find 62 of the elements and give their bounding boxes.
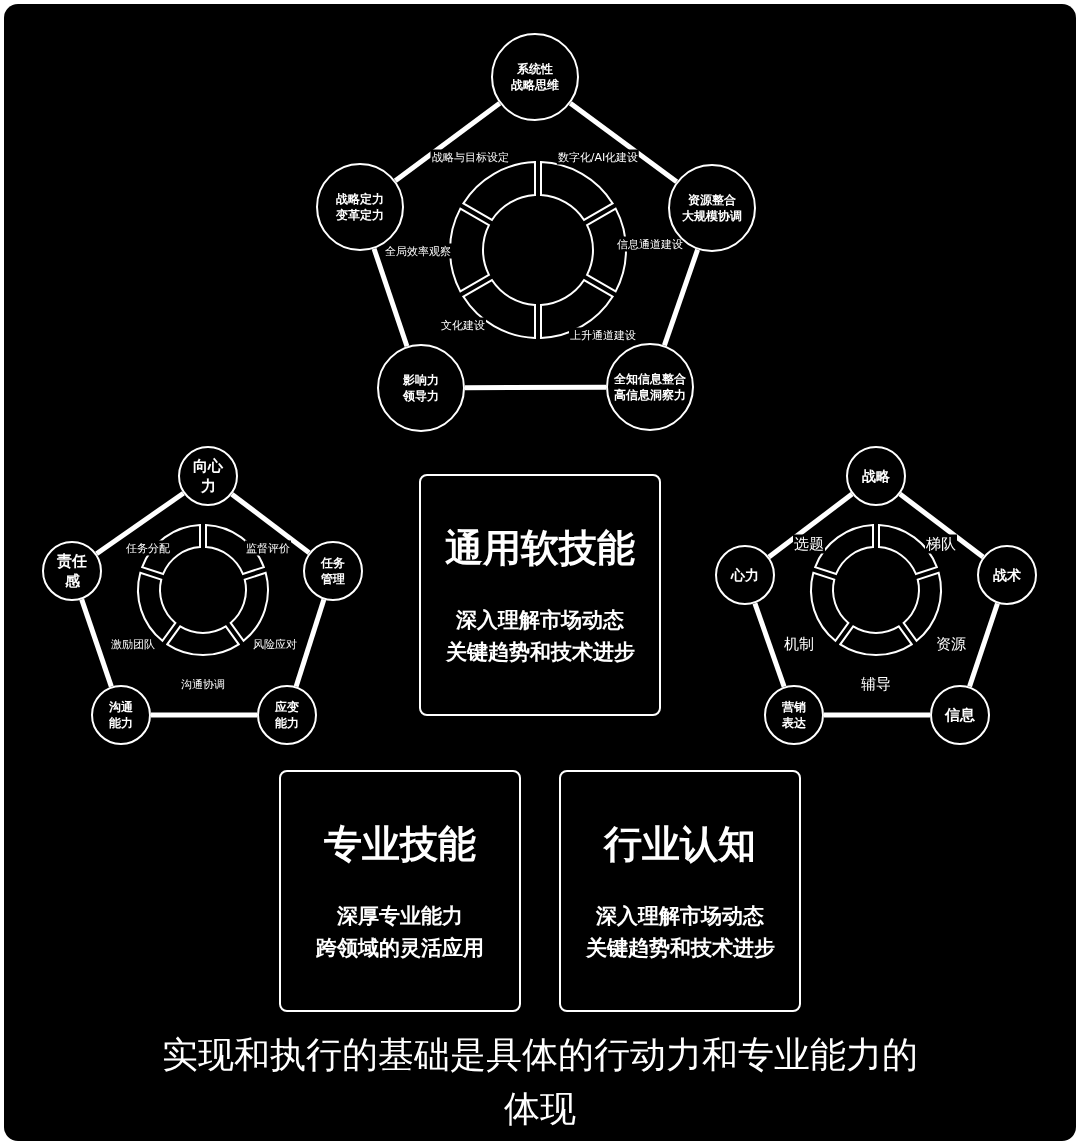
node-label: 信息 [945,704,975,726]
ring-label: 上升通道建设 [569,327,637,343]
card-text: 跨领域的灵活应用 [316,934,484,962]
node-label: 大规模协调 [682,208,742,225]
skill-card [419,474,661,716]
ring-label: 激励团队 [110,636,156,652]
card-text: 关键趋势和技术进步 [445,638,635,666]
node-label: 应变能力 [274,698,300,732]
node-label: 高信息洞察力 [614,387,686,404]
connector-line [293,598,327,688]
connector-line [767,492,854,559]
ring-label: 沟通协调 [180,676,226,692]
connector-line [465,384,606,391]
card-title: 行业认知 [604,820,756,868]
card-text: 深厚专业能力 [337,902,463,930]
ring-label: 战略与目标设定 [430,149,510,165]
caption: 实现和执行的基础是具体的行动力和专业能力的体现 [161,1033,919,1131]
skill-card [279,770,521,1012]
card-text: 关键趋势和技术进步 [585,934,775,962]
node-label: 战略定力 [336,190,384,207]
card-title: 专业技能 [324,820,476,868]
node-label: 战略 [862,466,890,486]
connector-line [79,598,114,688]
node-label: 向心力 [192,455,224,497]
connector-line [230,492,311,555]
connector-line [371,247,410,348]
ring-label: 资源 [935,634,967,654]
node-label: 资源整合 [688,191,736,208]
card-text: 深入理解市场动态 [456,606,624,634]
skill-card [559,770,801,1012]
node-label: 沟通能力 [108,698,134,732]
connector-line [151,712,257,718]
node-label: 心力 [731,565,759,585]
connector-line [662,248,700,347]
ring-label: 任务分配 [125,540,171,556]
connector-line [967,602,1000,688]
node-label: 战术 [993,565,1021,585]
card-text: 深入理解市场动态 [596,902,764,930]
connector-line [393,101,502,183]
ring-label: 辅导 [860,674,892,694]
node-label: 系统性 [517,60,553,77]
connector-line [752,602,787,688]
connector-line [95,491,185,556]
node-label: 影响力 [403,371,439,388]
ring-label: 数字化/AI化建设 [556,149,640,165]
node-label: 责任感 [56,550,88,592]
node-label: 战略思维 [511,77,559,94]
node-label: 变革定力 [336,207,384,224]
ring-label: 梯队 [925,534,957,554]
connector-line [568,101,679,184]
connector-line [824,712,930,718]
ring-label: 机制 [783,634,815,654]
ring-label: 风险应对 [252,636,298,652]
ring-label: 文化建设 [440,317,486,333]
node-label: 任务管理 [320,554,346,588]
ring-label: 监督评价 [245,540,291,556]
connector-line [898,492,985,559]
node-label: 全知信息整合 [614,370,686,387]
node-label: 领导力 [403,388,439,405]
card-title: 通用软技能 [445,524,635,572]
node-label: 营销表达 [781,698,807,732]
ring-label: 选题 [793,534,825,554]
